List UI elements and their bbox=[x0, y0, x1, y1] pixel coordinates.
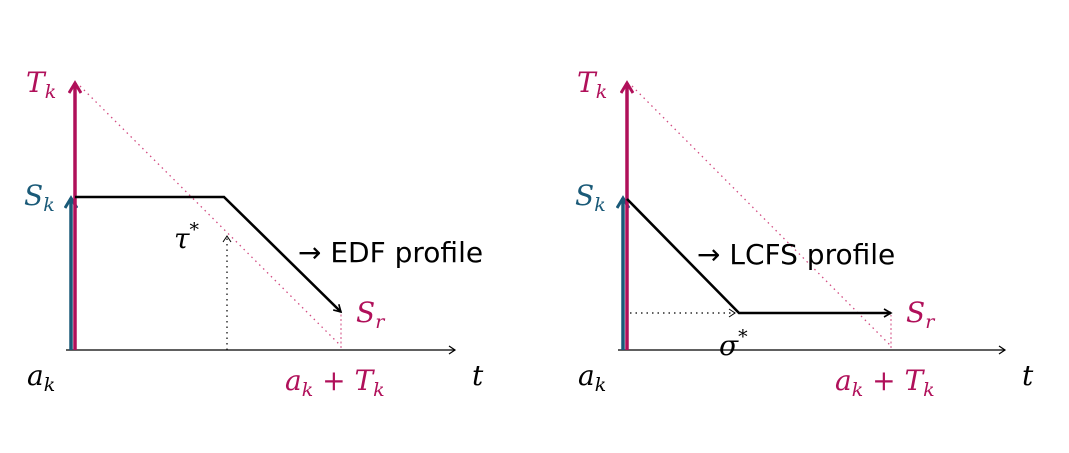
lcfs-sigma-tick bbox=[728, 308, 736, 318]
edf-profile-line bbox=[75, 195, 343, 314]
lcfs-panel: Tk Sk ak ak + Tk t Sr σ* → LCFS profile bbox=[575, 66, 1034, 401]
lcfs-label-t: t bbox=[1022, 359, 1034, 392]
lcfs-deadline-diagonal bbox=[631, 85, 891, 346]
edf-label-deadline: ak + Tk bbox=[285, 364, 385, 401]
lcfs-label-sk: Sk bbox=[575, 179, 606, 216]
edf-panel: Tk Sk ak ak + Tk t Sr τ* → EDF profile bbox=[24, 66, 484, 401]
edf-label-t: t bbox=[472, 359, 484, 392]
edf-deadline-diagonal bbox=[79, 85, 341, 346]
lcfs-profile-label: → LCFS profile bbox=[697, 238, 895, 271]
edf-profile-label: → EDF profile bbox=[298, 236, 483, 269]
edf-label-tk: Tk bbox=[26, 66, 56, 103]
lcfs-label-ak: ak bbox=[578, 359, 606, 396]
lcfs-label-sr: Sr bbox=[906, 296, 936, 333]
edf-label-ak: ak bbox=[27, 359, 55, 396]
edf-label-tau: τ* bbox=[174, 219, 200, 255]
lcfs-label-tk: Tk bbox=[577, 66, 607, 103]
edf-label-sr: Sr bbox=[356, 296, 386, 333]
lcfs-profile-line bbox=[626, 198, 893, 318]
lcfs-label-sigma: σ* bbox=[719, 326, 748, 362]
edf-label-sk: Sk bbox=[24, 179, 55, 216]
lcfs-label-deadline: ak + Tk bbox=[835, 364, 935, 401]
edf-tau-tick bbox=[222, 235, 232, 243]
